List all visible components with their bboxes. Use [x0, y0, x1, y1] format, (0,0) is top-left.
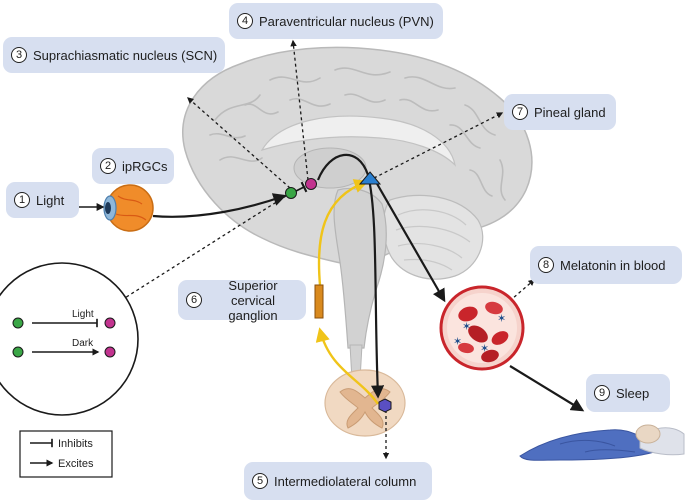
pineal-node [358, 171, 382, 185]
spinal-cross-section [324, 369, 406, 437]
label-text: ipRGCs [122, 158, 168, 174]
blood-vessel: ✶ ✶ ✶ ✶ [439, 285, 525, 371]
melatonin-star: ✶ [480, 343, 489, 355]
iml-node [378, 398, 392, 413]
inset-pink-node-bottom [104, 346, 116, 358]
gyri-lines [209, 67, 506, 201]
label-scg: 6 Superior cervical ganglion [178, 277, 306, 323]
label-number: 3 [11, 47, 27, 63]
melatonin-star: ✶ [453, 336, 462, 348]
label-number: 1 [14, 192, 30, 208]
arrow-iml-to-scg [315, 327, 379, 405]
label-number: 6 [186, 292, 202, 308]
label-number: 2 [100, 158, 116, 174]
label-number: 9 [594, 385, 610, 401]
label-light: 1 Light [6, 182, 79, 218]
blanket-fold [559, 439, 636, 453]
label-text: Light [36, 192, 65, 208]
eye-illustration [103, 184, 154, 232]
red-blood-cell [458, 342, 474, 354]
melatonin-star: ✶ [497, 313, 506, 325]
label-scn: 3 Suprachiasmatic nucleus (SCN) [3, 37, 225, 73]
label-text: Sleep [616, 385, 650, 401]
red-blood-cell [458, 306, 478, 322]
eye-vessels [115, 195, 147, 221]
sleeping-person [519, 424, 685, 461]
label-iml: 5 Intermediolateral column [244, 462, 432, 500]
head [635, 424, 661, 444]
arrow-scg-to-pineal [317, 179, 369, 286]
legend-inhibits-label: Inhibits [58, 438, 93, 450]
label-number: 5 [252, 473, 268, 489]
arrow-pvn-to-iml [316, 153, 385, 399]
brainstem [333, 187, 387, 349]
red-blood-cell [468, 325, 488, 343]
cerebellum-folia [395, 209, 471, 271]
leader-pvn [290, 39, 309, 181]
inset-dark-label: Dark [72, 338, 94, 349]
scn-node [285, 187, 297, 199]
leader-scn [187, 97, 291, 189]
inset-pink-node-top [104, 317, 116, 329]
arrow-pineal-to-blood [375, 181, 446, 303]
label-number: 4 [237, 13, 253, 29]
label-text: Suprachiasmatic nucleus (SCN) [33, 47, 218, 63]
inset-green-node-top [12, 317, 24, 329]
inset-green-node-bottom [12, 346, 24, 358]
arrow-blood-to-sleep [509, 365, 585, 412]
red-blood-cell [491, 331, 509, 345]
label-text: Superior cervical ganglion [228, 277, 278, 323]
label-text: Paraventricular nucleus (PVN) [259, 13, 434, 29]
legend-box [19, 430, 113, 478]
red-blood-cell [485, 301, 503, 315]
label-number: 7 [512, 104, 528, 120]
label-text: Melatonin in blood [560, 257, 666, 273]
label-melatonin: 8 Melatonin in blood [530, 246, 682, 284]
legend-excites-label: Excites [58, 458, 94, 470]
label-text: Pineal gland [534, 104, 606, 120]
legend: Inhibits Excites [19, 430, 113, 478]
pupil [105, 202, 111, 214]
arrow-eye-to-scn [152, 193, 287, 218]
pvn-node [305, 178, 317, 190]
inset-circle [0, 262, 139, 416]
label-pvn: 4 Paraventricular nucleus (PVN) [229, 3, 443, 39]
inset-light-label: Light [72, 309, 94, 320]
label-number: 8 [538, 257, 554, 273]
melatonin-star: ✶ [462, 321, 471, 333]
brain-illustration [182, 46, 533, 381]
inset: Light Dark [0, 262, 139, 416]
corpus-callosum [260, 115, 456, 167]
scg-ganglion [314, 284, 324, 319]
label-sleep: 9 Sleep [586, 374, 670, 412]
label-pineal: 7 Pineal gland [504, 94, 616, 130]
label-iprgcs: 2 ipRGCs [92, 148, 174, 184]
label-text: Intermediolateral column [274, 473, 417, 489]
red-blood-cell [481, 349, 499, 363]
inhibit-scn-to-pvn [295, 181, 308, 193]
